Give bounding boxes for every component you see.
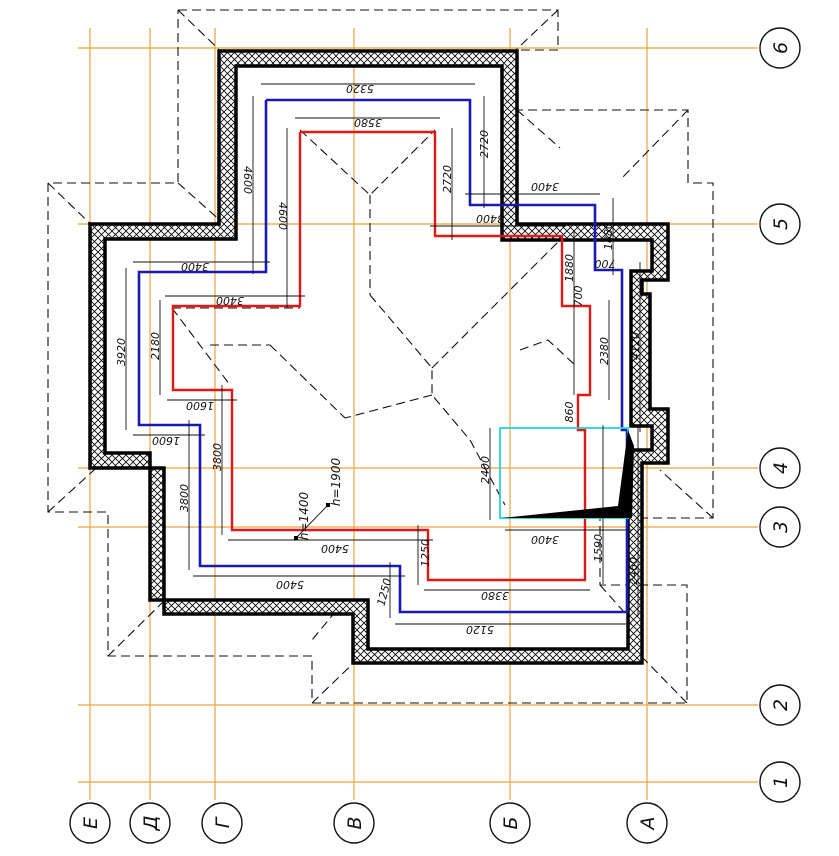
axis-label-d: Д [140,816,162,832]
hip-corner-bottom-right [639,654,688,704]
axis-label-e: Е [80,817,102,829]
axis-label-2: 2 [770,699,792,711]
hip-corner-right-top [619,109,689,181]
dim-blue-right-mid: 4120 [629,332,642,360]
blue-contour [137,98,629,614]
hip-inner-1 [516,109,561,149]
dim-red-step-upper-right: 3400 [476,212,504,225]
dimension-labels: 5320 3580 2720 2720 4600 4600 3400 3400 … [115,82,642,636]
axis-marker-b: Б [489,802,531,844]
height-label-high: h=1900 [329,458,343,507]
dim-red-bottom-left: 5400 [321,542,349,555]
axis-label-5: 5 [770,218,792,230]
axis-label-v: В [344,816,366,829]
dim-red-right-step-a: 1880 [563,254,576,282]
axis-marker-5: 5 [759,203,801,245]
cyan-rectangle [499,427,629,519]
dim-cyan-width: 3400 [531,533,559,546]
dim-blue-bottom-left: 5400 [276,578,304,591]
axis-label-6: 6 [770,42,792,54]
axis-marker-2: 2 [759,684,801,726]
dim-red-right-mid: 2380 [598,337,611,365]
dim-red-left-upper: 4600 [276,202,289,230]
ridge-right-small [519,339,576,366]
axis-label-g: Г [212,816,234,828]
dim-red-notch-a: 700 [572,286,585,307]
axis-marker-4: 4 [759,447,801,489]
axis-marker-3: 3 [759,506,801,548]
axis-label-a: А [637,817,659,832]
axis-marker-v: В [333,802,375,844]
axis-marker-d: Д [129,802,171,844]
dim-red-step-upper-left: 3400 [216,294,244,307]
dim-blue-bottom-right: 5120 [466,623,494,636]
dim-red-notch-b: 860 [563,402,576,423]
hip-left-lower [269,344,346,419]
red-contour [171,130,592,582]
axis-markers-horizontal: 6 5 4 3 2 1 [759,27,801,803]
dimension-lines [125,83,641,625]
dim-blue-right-upper: 2720 [478,130,491,158]
dim-blue-right-lower: 2460 [627,557,640,585]
axis-label-b: Б [500,816,522,829]
hip-left-wing [171,307,231,386]
dim-blue-top: 5320 [346,82,374,95]
ridge-right-upper [431,239,561,369]
cyan-zone [499,427,634,519]
dim-cyan-height: 2400 [479,456,492,484]
ridge-left-mid [344,394,433,419]
axis-marker-a: А [626,802,668,844]
dim-blue-left-lower: 3800 [178,484,191,512]
hip-corner-bottom-left [107,599,166,657]
dim-red-left-wing: 2180 [149,332,162,360]
dim-red-right-upper: 2720 [441,165,454,193]
axis-label-1: 1 [770,776,792,788]
dim-red-bottom-right: 3380 [481,589,509,602]
axis-markers-vertical: Е Д Г В Б А [69,802,668,844]
axis-label-4: 4 [770,462,792,474]
dim-blue-wing-bottom: 1600 [152,434,180,447]
dim-blue-step-upper-right: 3400 [531,180,559,193]
dim-blue-right-step-a: 1880 [602,222,615,250]
dim-blue-step-down: 1250 [375,577,395,607]
dim-red-left-lower: 3800 [211,443,224,471]
hip-inner-2 [177,182,223,223]
axis-marker-g: Г [201,802,243,844]
dark-wedge [502,430,634,518]
ridge-mid [369,294,471,441]
ridge-upper [299,129,436,196]
hip-corner-right-bottom [659,469,714,519]
height-label-low: h=1400 [297,492,311,541]
axis-marker-e: Е [69,802,111,844]
dim-blue-step-upper-left: 3400 [181,260,209,273]
dim-red-right-lower: 1590 [592,534,605,562]
dim-blue-notch-a: 700 [595,257,616,270]
axis-marker-1: 1 [759,761,801,803]
dim-red-top: 3580 [354,116,382,129]
dim-blue-left-wing: 3920 [115,338,128,366]
axis-marker-6: 6 [759,27,801,69]
dim-red-wing-bottom: 1600 [186,399,214,412]
axis-label-3: 3 [770,521,792,533]
height-marks: h=1400 h=1900 [294,458,343,541]
dim-blue-left-upper: 4600 [241,166,254,194]
dim-red-step-down: 1250 [419,539,432,567]
exterior-wall [88,49,670,665]
